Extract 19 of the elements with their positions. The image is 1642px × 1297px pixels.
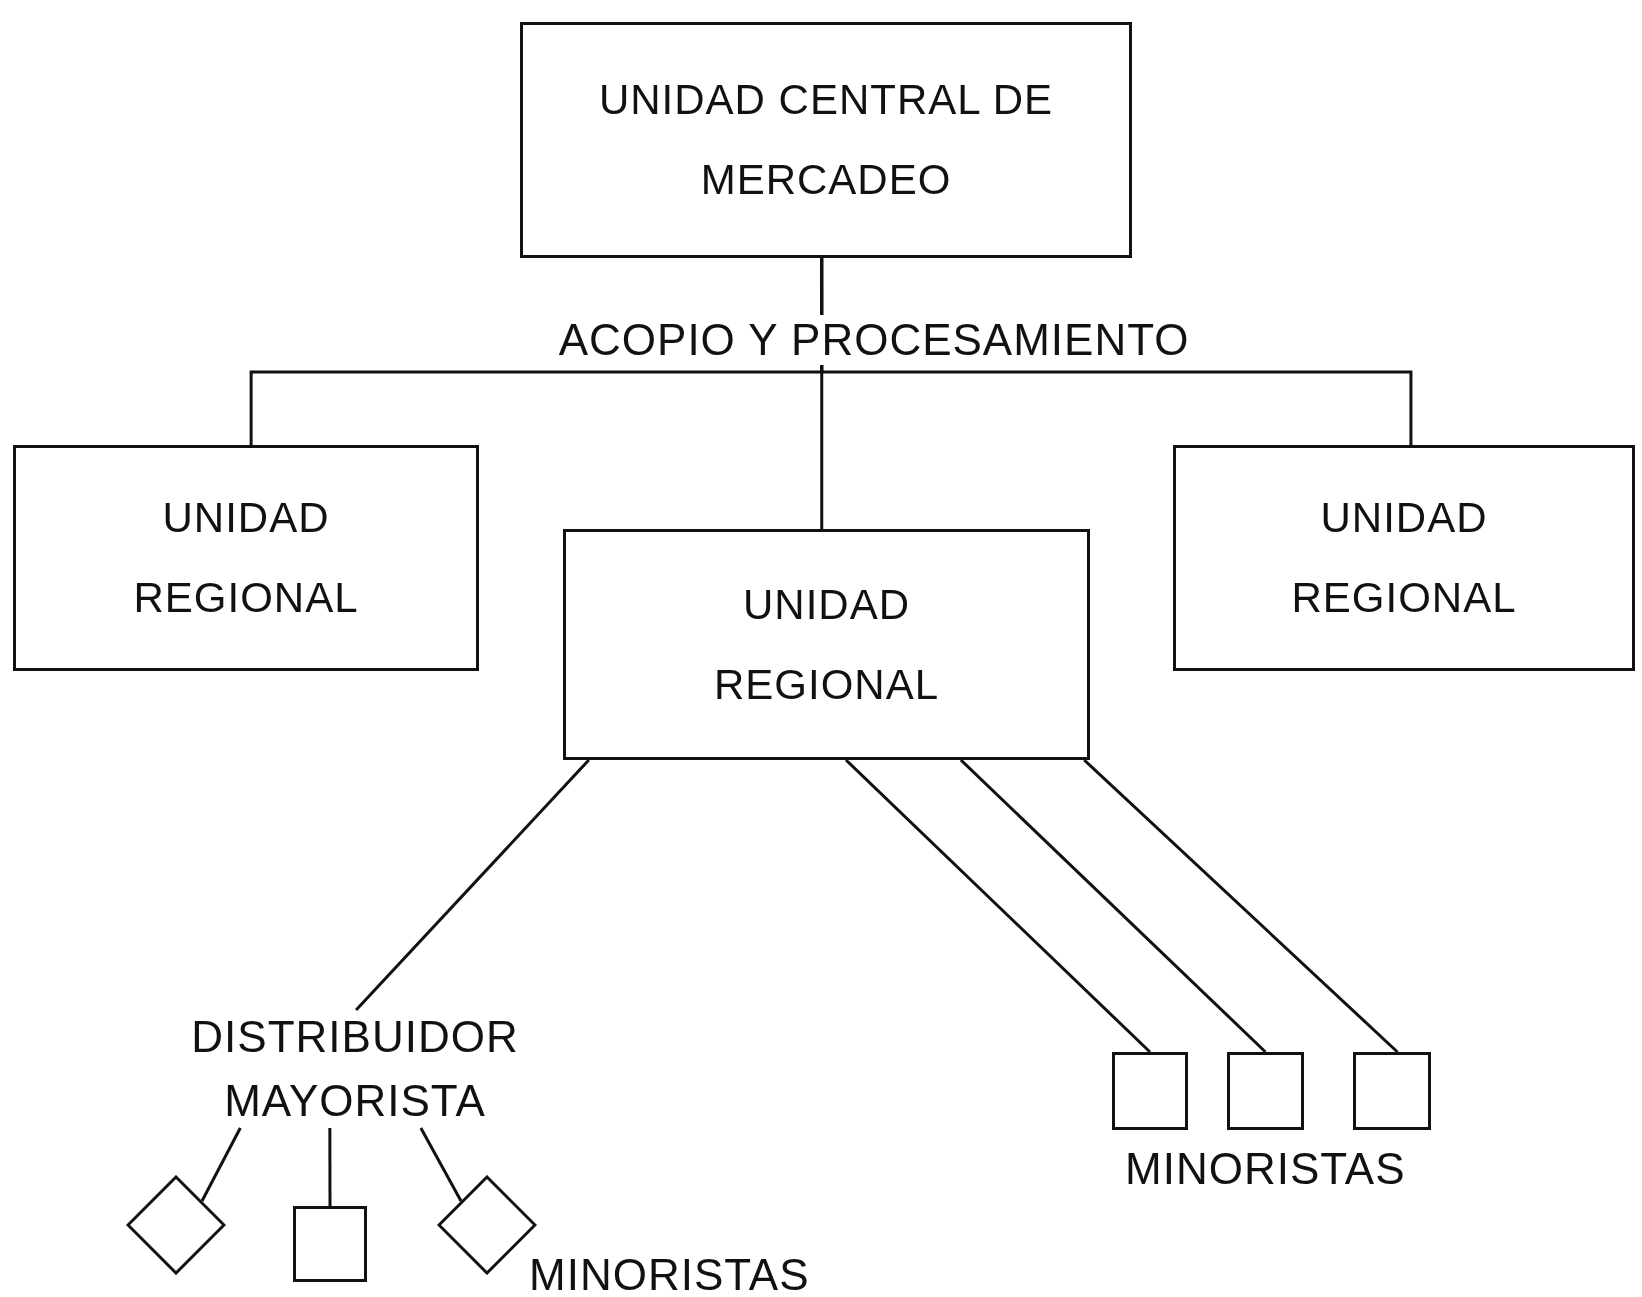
connector-line [200, 1127, 242, 1202]
unit-box [13, 445, 479, 671]
box-label: UNIDAD REGIONAL [712, 579, 941, 710]
group-label: MINORISTAS [1125, 1144, 1406, 1194]
connector-line [820, 258, 1413, 445]
unit-box [1173, 445, 1635, 671]
unit-box [563, 529, 1090, 760]
box-label: UNIDAD REGIONAL [132, 493, 360, 623]
unit-box [520, 22, 1132, 258]
connector-line [844, 758, 1152, 1054]
connector-line [1083, 758, 1399, 1054]
connector-line [328, 1128, 332, 1206]
node-label: DISTRIBUIDOR MAYORISTA [190, 1011, 520, 1127]
connector-line [419, 1127, 463, 1202]
box-label: UNIDAD CENTRAL DE MERCADEO [597, 75, 1055, 205]
connector-line [355, 758, 590, 1012]
group-label: MINORISTAS [529, 1250, 810, 1297]
box-label: UNIDAD REGIONAL [1290, 493, 1518, 623]
connector-line [959, 758, 1267, 1054]
